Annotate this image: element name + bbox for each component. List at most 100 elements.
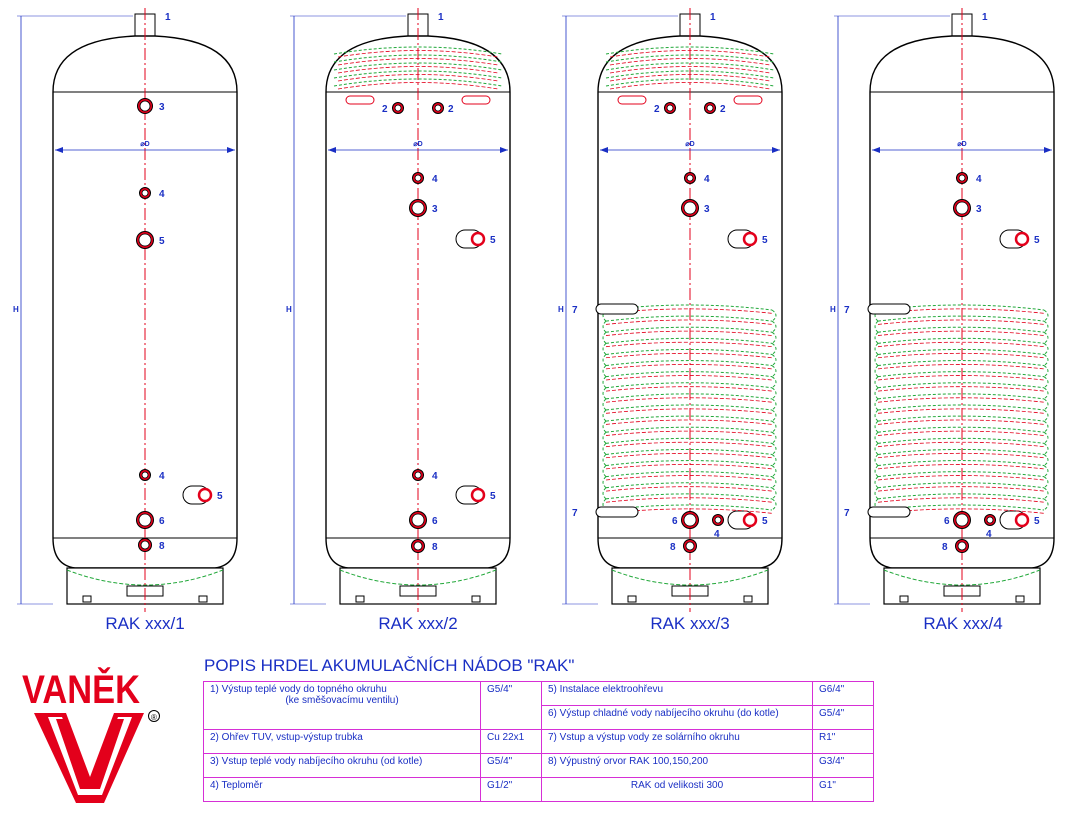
coil-turn-green	[877, 348, 1045, 355]
port-8-hole	[957, 541, 967, 551]
coil-bend	[602, 376, 607, 389]
port-6-hole	[955, 513, 969, 527]
top-coil-turn-green	[605, 70, 775, 79]
coil-turn-red	[605, 319, 773, 325]
coil-bend	[602, 442, 607, 455]
coil-bend	[1043, 442, 1049, 455]
diameter-label: ⌀D	[685, 141, 694, 148]
coil-bend	[1043, 365, 1049, 378]
coil-bend	[771, 309, 777, 322]
port-2-right-hole	[706, 104, 714, 112]
coil-turn-red	[605, 486, 773, 492]
coil-turn-red	[605, 341, 773, 348]
coil-bend	[771, 331, 777, 344]
coil-turn-red	[877, 475, 1045, 481]
side-flange-hole	[742, 231, 758, 247]
coil-turn-red	[877, 341, 1045, 348]
height-label: H	[286, 305, 292, 314]
coil-turn-green	[877, 460, 1045, 467]
coil-turn-red	[877, 464, 1045, 470]
coil-bend	[874, 387, 879, 400]
coil-turn-red	[605, 352, 773, 359]
coil-turn-red	[877, 452, 1045, 459]
port-8-hole	[140, 540, 150, 550]
coil-bend	[602, 420, 607, 433]
diameter-arrow-right	[227, 147, 235, 153]
coil-bend	[602, 454, 607, 466]
port-4-top-hole	[414, 174, 422, 182]
coil-turn-green	[605, 393, 773, 400]
diameter-arrow-right	[772, 147, 780, 153]
solar-coil-inlet	[595, 303, 639, 315]
top-coil-turn-red	[609, 66, 771, 74]
legend-cell: 7) Vstup a výstup vody ze solárního okru…	[541, 729, 813, 754]
top-coil-turn-green	[333, 78, 503, 87]
port-4-top-number: 4	[704, 174, 710, 185]
coil-turn-red	[877, 386, 1045, 392]
coil-bend	[1043, 398, 1049, 411]
tank-label-3: RAK xxx/3	[650, 614, 730, 633]
stand-foot	[1015, 595, 1025, 603]
side-flange-hole	[1014, 512, 1030, 528]
coil-turn-red	[877, 330, 1045, 336]
top-coil-lead	[461, 95, 491, 105]
port-4-top-number: 4	[432, 174, 438, 185]
coil-turn-green	[605, 348, 773, 355]
top-coil-lead	[733, 95, 763, 105]
coil-turn-green	[877, 315, 1045, 322]
coil-bend	[602, 320, 607, 333]
port-3-hole	[683, 201, 697, 215]
stand-foot	[82, 595, 92, 603]
coil-turn-green	[605, 460, 773, 467]
coil-turn-green	[877, 448, 1045, 455]
coil-bend	[1043, 342, 1049, 355]
coil-turn-green	[877, 493, 1045, 500]
coil-bend	[1043, 376, 1049, 389]
coil-turn-red	[605, 419, 773, 425]
coil-bend	[771, 376, 777, 389]
side-flange-hole	[197, 487, 213, 503]
legend-cell: 5) Instalace elektroohřevu	[541, 681, 813, 706]
coil-bend	[874, 420, 879, 433]
port-4-bottom-hole	[414, 471, 422, 479]
port-number-7-bottom: 7	[572, 508, 578, 519]
coil-bend	[1043, 409, 1049, 422]
coil-bend	[771, 354, 777, 366]
coil-turn-green	[877, 482, 1045, 489]
coil-bend	[602, 431, 607, 444]
solar-coil-inlet	[867, 303, 911, 315]
tank-body	[52, 35, 238, 569]
coil-bend	[874, 320, 879, 333]
stand-foot	[198, 595, 208, 603]
stand-foot	[471, 595, 481, 603]
legend-cell: Cu 22x1	[480, 729, 542, 754]
coil-bend	[1043, 487, 1049, 500]
port-number-5: 5	[1034, 235, 1040, 246]
port-number-5: 5	[217, 491, 223, 502]
height-label: H	[13, 305, 19, 314]
port-6-hole	[683, 513, 697, 527]
port-4-bottom-number: 4	[432, 471, 438, 482]
top-coil-turn-green	[605, 78, 775, 87]
port-8-hole	[685, 541, 695, 551]
coil-turn-green	[605, 304, 773, 311]
coil-bend	[771, 420, 777, 433]
coil-bend	[1043, 476, 1049, 489]
legend-cell: 6) Výstup chladné vody nabíjecího okruhu…	[541, 705, 813, 730]
coil-bend	[771, 431, 777, 444]
solar-coil	[602, 304, 777, 514]
port-8-number: 8	[432, 542, 438, 553]
coil-bend	[874, 442, 879, 455]
legend-cell: 4) Teploměr	[203, 777, 481, 802]
coil-turn-green	[877, 382, 1045, 389]
legend-table: 1) Výstup teplé vody do topného okruhu (…	[203, 681, 874, 802]
tank-label-1: RAK xxx/1	[105, 614, 185, 633]
coil-turn-green	[877, 304, 1045, 311]
coil-bend	[602, 365, 607, 378]
coil-turn-red	[605, 364, 773, 370]
coil-turn-green	[877, 504, 1045, 511]
coil-bend	[874, 342, 879, 355]
port-8-hole	[413, 541, 423, 551]
coil-bend	[1043, 454, 1049, 466]
